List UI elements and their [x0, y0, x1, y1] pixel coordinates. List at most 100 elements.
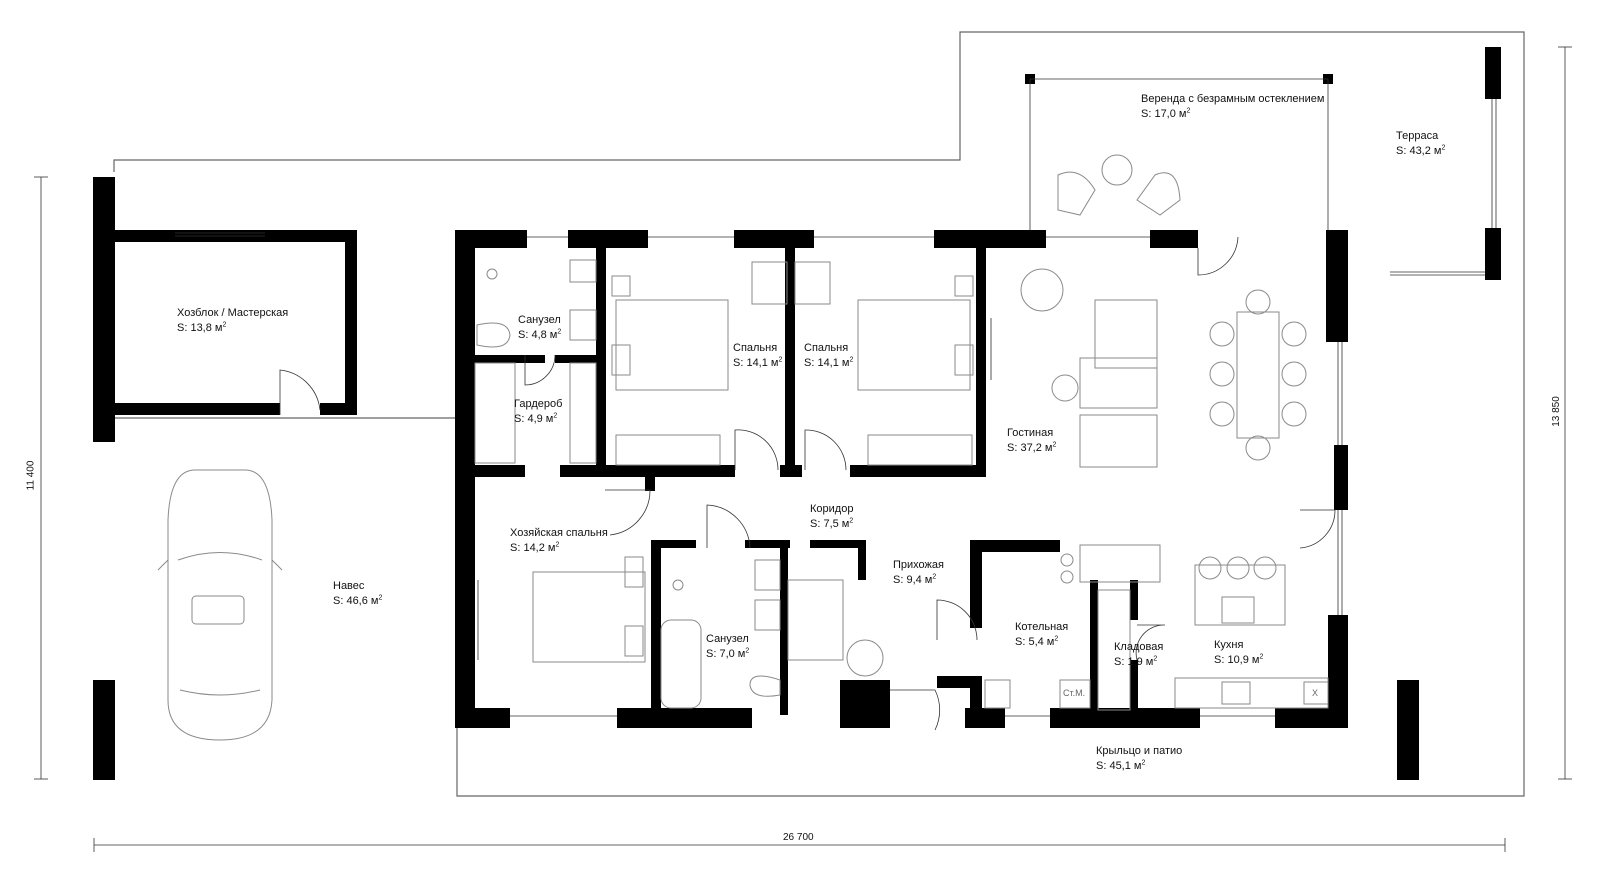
wall — [596, 248, 606, 473]
wall — [115, 403, 280, 415]
room-name: Хозяйская спальня — [510, 527, 608, 539]
hob-label: X — [1312, 688, 1319, 698]
room-label-terrasa: Терраса S: 43,2 м2 — [1396, 129, 1445, 159]
walls — [93, 47, 1501, 780]
room-name: Хозблок / Мастерская — [177, 307, 289, 319]
wall — [810, 540, 865, 548]
wall — [617, 708, 752, 728]
dimension-width-label: 26 700 — [783, 832, 814, 843]
washer-label: Ст.М. — [1063, 688, 1086, 698]
room-label-spalnya-1: Спальня S: 14,1 м2 — [733, 341, 782, 371]
room-area: S: 9,4 м2 — [893, 573, 937, 586]
wall — [345, 230, 357, 410]
room-name: Кладовая — [1114, 641, 1164, 653]
wall — [1397, 680, 1419, 780]
room-area: S: 4,8 м2 — [518, 328, 562, 341]
room-name: Гардероб — [514, 398, 563, 410]
wall — [1328, 615, 1348, 728]
wall — [840, 680, 890, 728]
wall — [560, 465, 735, 477]
room-label-prihozhaya: Прихожая S: 9,4 м2 — [893, 558, 944, 588]
room-label-kuhnya: Кухня S: 10,9 м2 — [1214, 638, 1263, 668]
room-label-gostinaya: Гостиная S: 37,2 м2 — [1007, 426, 1056, 456]
room-name: Санузел — [706, 633, 749, 645]
room-label-hozyayskaya-spalnya: Хозяйская спальня S: 14,2 м2 — [510, 526, 608, 556]
wall — [455, 230, 527, 248]
room-label-veranda: Веренда с безрамным остеклением S: 17,0 … — [1141, 92, 1324, 122]
room-area: S: 37,2 м2 — [1007, 441, 1057, 454]
wall — [1485, 228, 1501, 280]
wall — [455, 708, 510, 728]
wall — [858, 540, 866, 580]
room-name: Терраса — [1396, 130, 1439, 142]
room-area: S: 1,9 м2 — [1114, 655, 1158, 668]
wall — [1150, 230, 1198, 248]
wall — [970, 540, 982, 628]
wall — [976, 248, 986, 477]
wall — [455, 230, 475, 728]
room-area: S: 43,2 м2 — [1396, 144, 1446, 157]
room-name: Спальня — [804, 342, 849, 354]
room-name: Спальня — [733, 342, 778, 354]
room-name: Санузел — [518, 314, 561, 326]
wall — [475, 465, 525, 477]
room-area: S: 10,9 м2 — [1214, 653, 1264, 666]
wall — [1090, 580, 1098, 715]
wall — [1050, 708, 1200, 728]
room-area: S: 7,0 м2 — [706, 647, 750, 660]
room-area: S: 4,9 м2 — [514, 412, 558, 425]
furniture — [157, 154, 1329, 741]
car — [157, 469, 283, 741]
dimension-lines — [34, 46, 1572, 852]
wall — [475, 355, 545, 363]
room-label-kotelnaya: Котельная S: 5,4 м2 — [1015, 620, 1068, 650]
room-area: S: 14,1 м2 — [733, 356, 783, 369]
room-area: S: 45,1 м2 — [1096, 759, 1146, 772]
wall — [1326, 230, 1348, 342]
wall — [651, 540, 696, 548]
room-label-kladovaya: Кладовая S: 1,9 м2 — [1114, 640, 1163, 670]
room-area: S: 13,8 м2 — [177, 321, 227, 334]
wall — [555, 355, 600, 363]
room-label-sanuzel-2: Санузел S: 7,0 м2 — [706, 632, 749, 662]
wall — [1130, 580, 1138, 620]
dimension-height-left-label: 11 400 — [25, 460, 37, 491]
room-label-koridor: Коридор S: 7,5 м2 — [810, 502, 853, 532]
room-area: S: 7,5 м2 — [810, 517, 854, 530]
room-label-garderob: Гардероб S: 4,9 м2 — [514, 397, 562, 427]
room-label-naves: Навес S: 46,6 м2 — [333, 579, 382, 609]
room-name: Навес — [333, 580, 365, 592]
wall — [934, 230, 1046, 248]
room-label-spalnya-2: Спальня S: 14,1 м2 — [804, 341, 853, 371]
wall — [93, 680, 115, 780]
room-area: S: 14,2 м2 — [510, 541, 560, 554]
wall — [651, 540, 661, 715]
wall — [850, 465, 986, 477]
room-name: Прихожая — [893, 559, 944, 571]
room-name: Коридор — [810, 503, 854, 515]
room-area: S: 14,1 м2 — [804, 356, 854, 369]
wall — [785, 248, 795, 473]
room-name: Крыльцо и патио — [1096, 745, 1183, 757]
room-label-sanuzel-1: Санузел S: 4,8 м2 — [518, 313, 561, 343]
room-name: Веренда с безрамным остеклением — [1141, 93, 1325, 105]
room-area: S: 17,0 м2 — [1141, 107, 1191, 120]
wall — [745, 540, 790, 548]
wall — [1275, 708, 1348, 728]
room-area: S: 46,6 м2 — [333, 594, 383, 607]
wall — [93, 177, 115, 442]
wall — [320, 403, 357, 415]
room-name: Гостиная — [1007, 427, 1054, 439]
room-name: Котельная — [1015, 621, 1069, 633]
wall — [568, 230, 648, 248]
room-label-hozblok: Хозблок / Мастерская S: 13,8 м2 — [177, 306, 288, 336]
wall — [1130, 660, 1138, 715]
wall — [645, 477, 655, 491]
wall — [780, 540, 788, 715]
room-area: S: 5,4 м2 — [1015, 635, 1059, 648]
dimension-height-right-label: 13 850 — [1550, 396, 1562, 427]
room-name: Кухня — [1214, 639, 1244, 651]
wall — [1334, 445, 1348, 510]
